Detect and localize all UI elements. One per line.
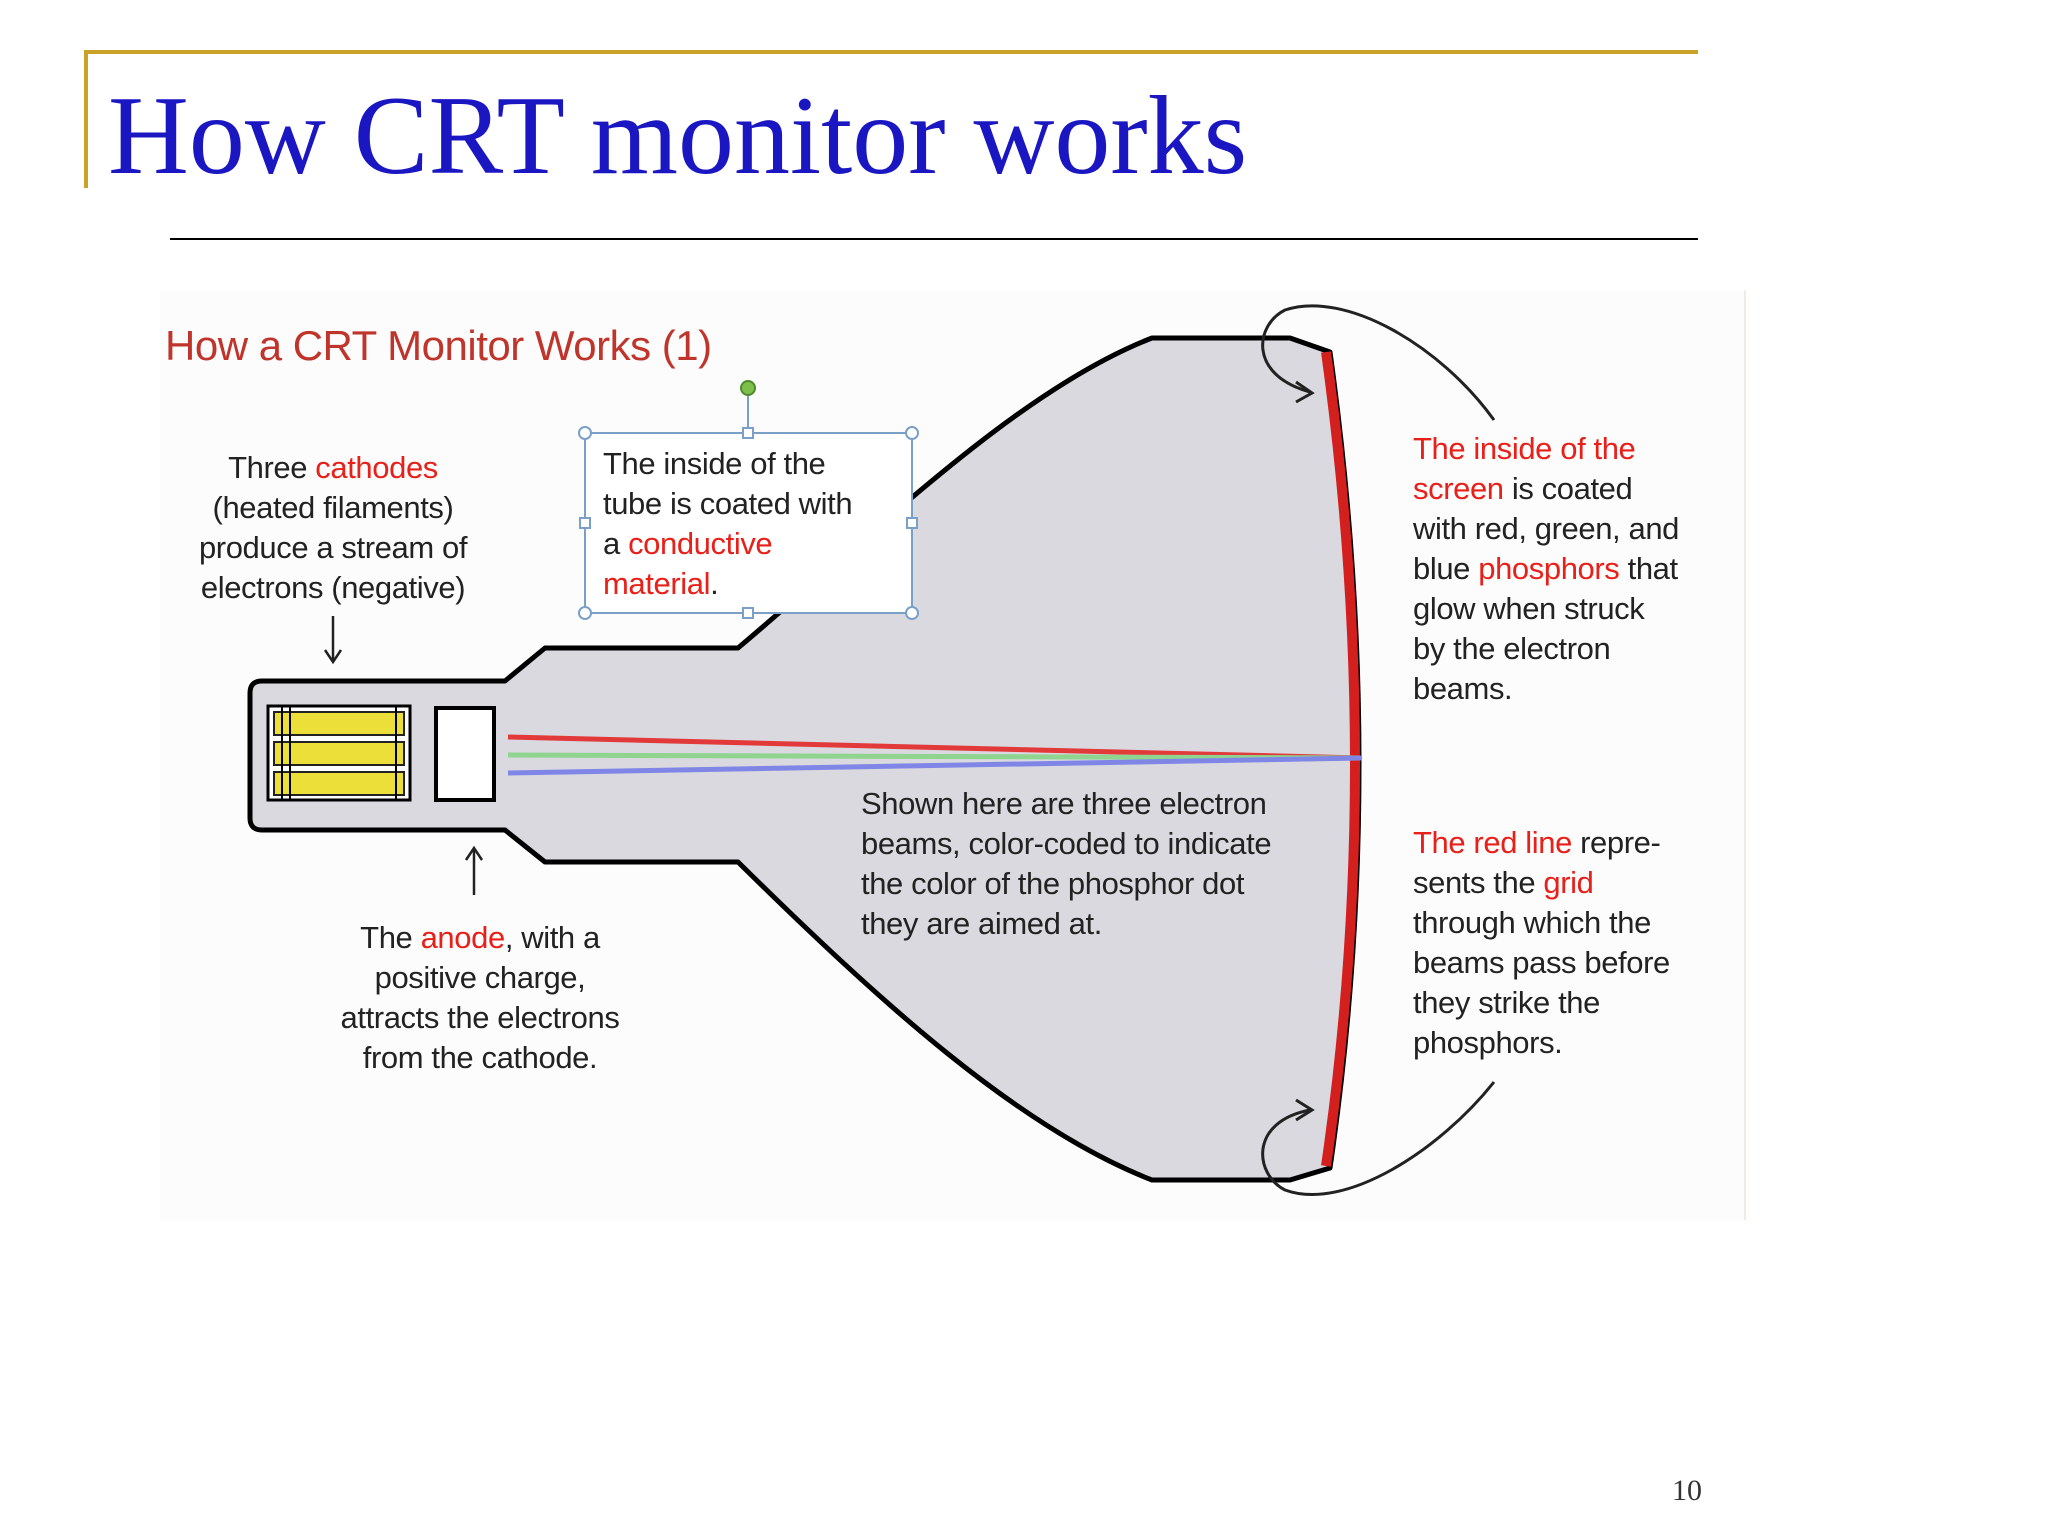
anode-term: anode <box>420 920 506 955</box>
cathodes-label-text: (heated filaments) <box>212 490 454 525</box>
anode-label: The anode, with a positive charge, attra… <box>310 918 650 1078</box>
diagram-title: How a CRT Monitor Works (1) <box>165 322 712 369</box>
coating-label-text: The inside of the <box>603 446 826 481</box>
title-underline <box>170 238 1698 240</box>
coating-label-text: . <box>710 566 719 601</box>
anode-label-text: attracts the electrons <box>340 1000 620 1035</box>
beams-label-text: the color of the phosphor dot <box>861 866 1245 901</box>
screen-label-text: by the electron <box>1413 631 1611 666</box>
phosphors-term: phosphors <box>1478 551 1620 586</box>
page-number: 10 <box>1672 1474 1702 1507</box>
anode-arrow <box>464 845 484 895</box>
screen-pointer-top <box>1261 304 1496 421</box>
material-term: material <box>603 566 711 601</box>
electron-beam-green <box>507 752 1363 761</box>
cathode-filaments <box>266 704 412 802</box>
title-accent-top-rule <box>84 50 1698 54</box>
grid-label-text: through which the <box>1413 905 1651 940</box>
cathodes-label-text: Three <box>228 450 316 485</box>
cathode-arrow <box>323 616 343 665</box>
screen-label: The inside of the screen is coated with … <box>1413 429 1723 709</box>
screen-label-text: is coated <box>1503 471 1633 506</box>
coating-label-selection-box <box>578 380 919 620</box>
screen-label-text: The inside of the <box>1413 431 1636 466</box>
coating-label-text: tube is coated with <box>603 486 853 521</box>
anode-label-text: from the cathode. <box>362 1040 598 1075</box>
grid-label-text: phosphors. <box>1413 1025 1563 1060</box>
anode-label-text: positive charge, <box>374 960 586 995</box>
anode <box>434 706 496 802</box>
screen-term: screen <box>1413 471 1504 506</box>
beams-label: Shown here are three electron beams, col… <box>861 784 1321 944</box>
grid-label: The red line repre- sents the grid throu… <box>1413 823 1723 1063</box>
screen-label-text: that <box>1619 551 1679 586</box>
screen-label-text: glow when struck <box>1413 591 1645 626</box>
cathodes-label: Three cathodes (heated filaments) produc… <box>168 448 498 608</box>
cathodes-label-text: electrons (negative) <box>200 570 466 605</box>
beams-label-text: beams, color-coded to indicate <box>861 826 1272 861</box>
grid-label-text: sents the <box>1413 865 1544 900</box>
grid-line <box>1321 351 1360 1167</box>
screen-label-text: with red, green, and <box>1413 511 1680 546</box>
conductive-term: conductive <box>628 526 773 561</box>
grid-label-text: repre- <box>1571 825 1661 860</box>
cathodes-term: cathodes <box>315 450 438 485</box>
grid-label-text: beams pass before <box>1413 945 1670 980</box>
grid-label-text: they strike the <box>1413 985 1600 1020</box>
screen-label-text: blue <box>1413 551 1479 586</box>
screen-pointer-bottom <box>1261 1081 1496 1196</box>
beams-label-text: they are aimed at. <box>861 906 1102 941</box>
coating-label: The inside of the tube is coated with a … <box>603 444 903 604</box>
red-line-term: The red line <box>1413 825 1572 860</box>
cathodes-label-text: produce a stream of <box>198 530 468 565</box>
slide-title: How CRT monitor works <box>108 74 1248 198</box>
anode-label-text: , with a <box>504 920 600 955</box>
screen-label-text: beams. <box>1413 671 1513 706</box>
anode-label-text: The <box>360 920 421 955</box>
title-accent-left-rule <box>84 50 88 188</box>
electron-beam-blue <box>507 755 1363 776</box>
beams-label-text: Shown here are three electron <box>861 786 1267 821</box>
coating-label-text: a <box>603 526 629 561</box>
electron-beam-red <box>507 734 1363 761</box>
grid-term: grid <box>1543 865 1594 900</box>
